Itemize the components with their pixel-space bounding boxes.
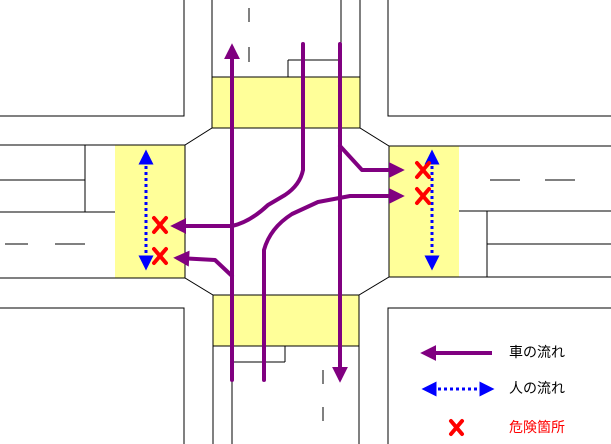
crosswalk-west bbox=[115, 145, 185, 278]
red-x-mark-icon bbox=[152, 216, 168, 234]
car-flow-south-to-west bbox=[170, 42, 305, 234]
legend-car-flow-label: 車の流れ bbox=[509, 345, 565, 361]
red-x-mark-icon bbox=[152, 247, 168, 265]
legend-ped-flow-label: 人の流れ bbox=[509, 381, 565, 397]
red-x-mark-icon bbox=[449, 419, 464, 436]
curb-southeast bbox=[387, 307, 611, 444]
red-x-mark-icon bbox=[415, 161, 431, 179]
legend-danger-label: 危険箇所 bbox=[509, 420, 565, 436]
crosswalk-south bbox=[213, 295, 359, 346]
intersection-edge-bottom bbox=[0, 276, 611, 296]
car-flow-north-to-west bbox=[173, 250, 234, 278]
intersection-edge bbox=[0, 127, 611, 147]
legend bbox=[420, 345, 495, 436]
car-flow-north-to-east bbox=[338, 144, 405, 178]
crosswalks bbox=[115, 77, 459, 346]
car-flows bbox=[170, 42, 405, 383]
ped-flows bbox=[138, 149, 440, 271]
crosswalk-north bbox=[212, 77, 360, 128]
curb-southwest bbox=[0, 307, 185, 444]
red-x-mark-icon bbox=[415, 187, 431, 205]
curb-northwest bbox=[0, 0, 185, 117]
crosswalk-east bbox=[389, 146, 459, 277]
car-flow-south-to-east bbox=[262, 188, 405, 382]
curb-northeast bbox=[387, 0, 611, 117]
danger-marks bbox=[152, 161, 431, 265]
